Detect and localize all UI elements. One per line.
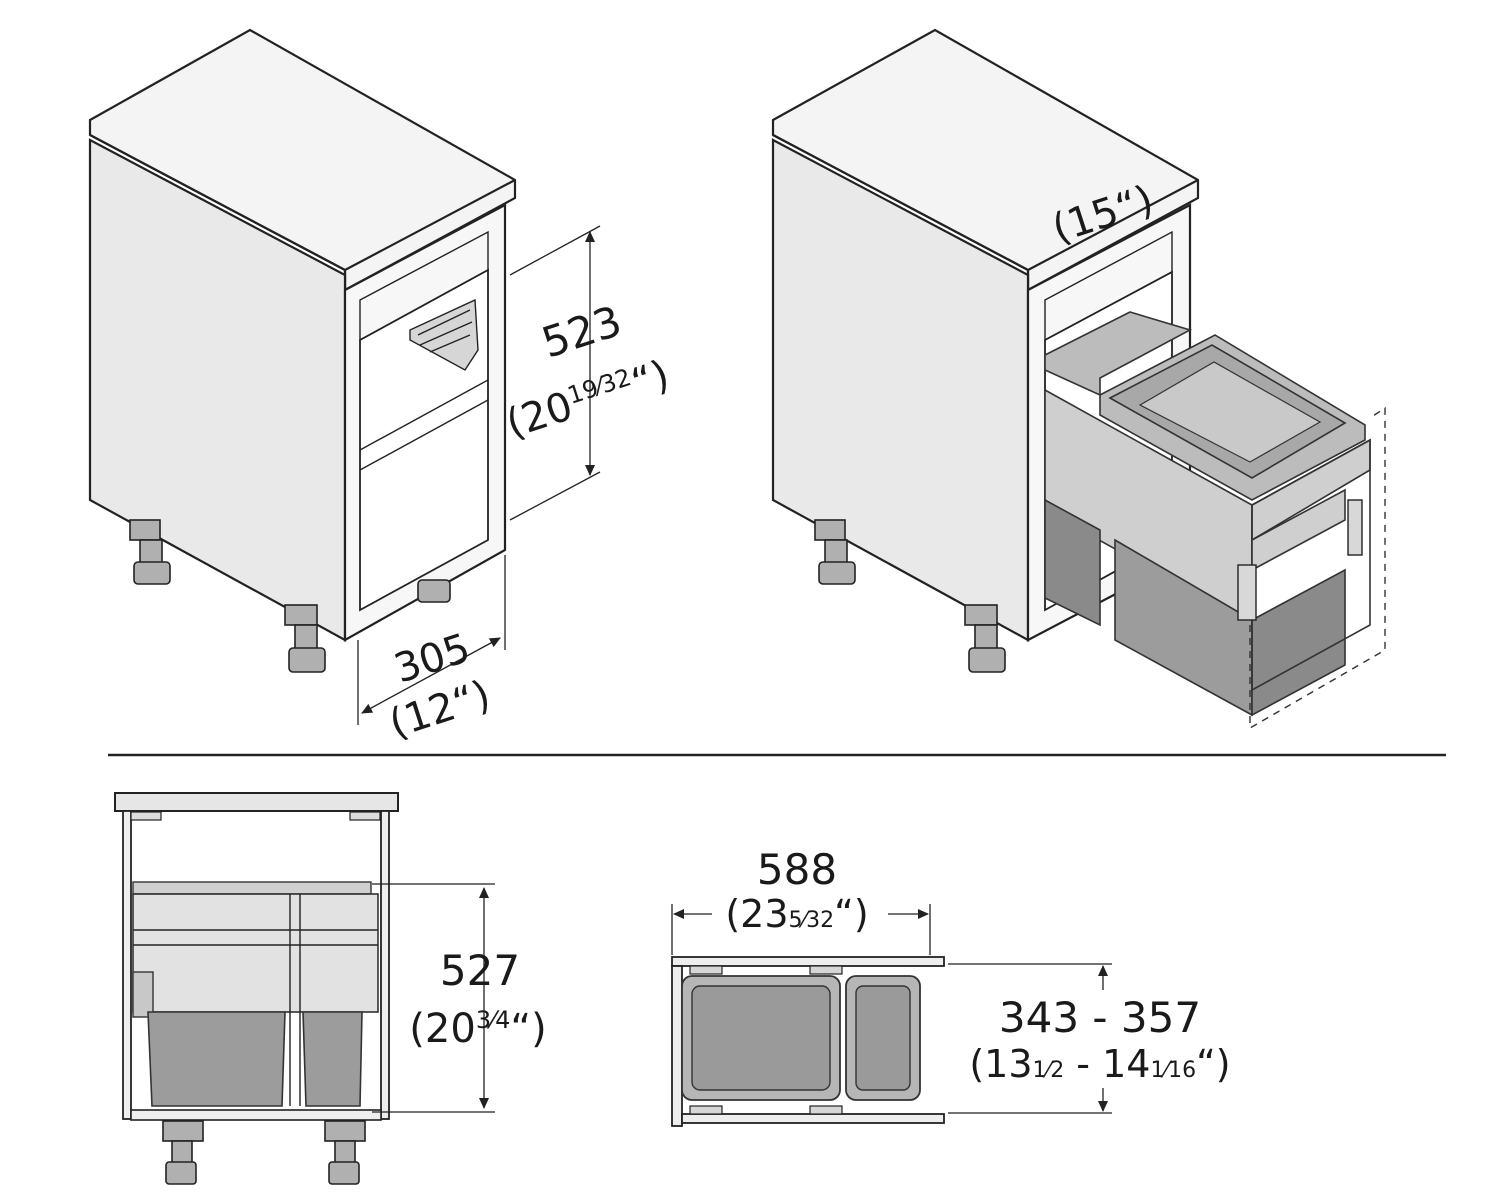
front-height-inches: (203⁄4“): [409, 1006, 546, 1052]
top-depth-mm: 588: [757, 845, 837, 894]
cabinet-foot: [417, 579, 451, 603]
top-width-range-mm: 343 - 357: [999, 993, 1201, 1042]
top-width-range-inches: (131⁄2 - 141⁄16“): [969, 1042, 1230, 1086]
top-depth-inches: (235⁄32“): [725, 892, 868, 936]
cabinet-with-bins-isometric: [771, 28, 1386, 730]
cabinet-foot: [814, 519, 856, 585]
cabinet-empty-isometric: [88, 28, 601, 725]
cabinet-foot: [964, 604, 1006, 673]
cabinet-height-mm: 523: [536, 296, 627, 367]
cabinet-foot: [129, 519, 171, 585]
bins-top-view: [671, 904, 1112, 1127]
cabinet-height-inches: (2019⁄32“): [501, 352, 675, 448]
front-height-mm: 527: [440, 946, 520, 995]
cabinet-front-view: [114, 792, 495, 1185]
cabinet-foot: [284, 604, 326, 673]
